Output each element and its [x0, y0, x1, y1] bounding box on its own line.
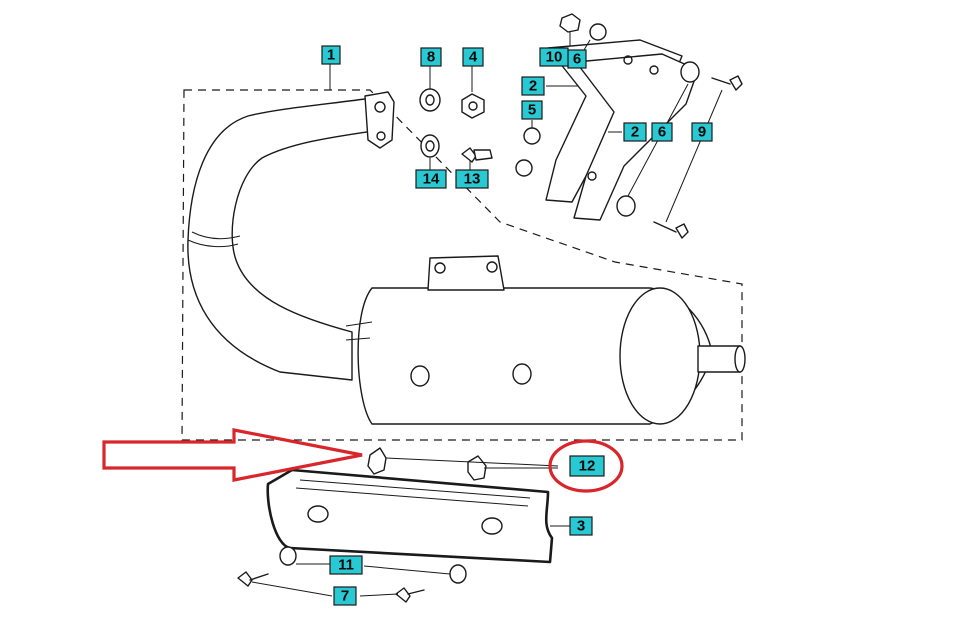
- callout-11: 11: [329, 555, 363, 575]
- callout-9: 9: [691, 122, 713, 142]
- callout-7: 7: [333, 586, 357, 606]
- svg-text:3: 3: [577, 518, 585, 535]
- shield-clips: [367, 447, 559, 481]
- callout-5: 5: [521, 100, 543, 120]
- svg-text:2: 2: [631, 124, 639, 141]
- svg-text:6: 6: [658, 124, 666, 141]
- shield-fasteners: [237, 546, 467, 603]
- svg-text:8: 8: [427, 49, 435, 66]
- exhaust-header-pipe: [187, 91, 395, 381]
- bracket-fasteners: [559, 13, 743, 239]
- svg-text:1: 1: [327, 47, 335, 64]
- callout-4: 4: [462, 47, 484, 67]
- svg-text:11: 11: [338, 557, 354, 574]
- highlight-circle: [548, 439, 624, 493]
- callout-6-right: 6: [651, 122, 673, 142]
- muffler-body: [345, 255, 746, 425]
- highlight-arrow: [102, 428, 363, 482]
- svg-text:12: 12: [579, 458, 596, 475]
- callout-3: 3: [569, 516, 593, 536]
- svg-text:5: 5: [528, 102, 536, 119]
- callout-6-top: 6: [567, 49, 587, 69]
- callout-2-upper: 2: [521, 76, 545, 96]
- svg-text:13: 13: [464, 171, 481, 188]
- callout-13: 13: [455, 169, 489, 189]
- callout-14: 14: [415, 169, 447, 189]
- callout-2-right: 2: [623, 122, 647, 142]
- svg-text:2: 2: [529, 78, 537, 95]
- svg-text:6: 6: [573, 51, 581, 68]
- svg-text:4: 4: [469, 49, 478, 66]
- small-hardware: [419, 66, 541, 177]
- heat-shield: [266, 468, 570, 564]
- svg-text:14: 14: [423, 171, 440, 188]
- callout-12: 12: [569, 455, 605, 477]
- svg-text:7: 7: [341, 588, 349, 605]
- svg-text:10: 10: [546, 49, 563, 66]
- svg-text:9: 9: [698, 124, 706, 141]
- callout-1: 1: [321, 45, 341, 65]
- callout-8: 8: [420, 47, 442, 67]
- callout-10: 10: [539, 47, 569, 67]
